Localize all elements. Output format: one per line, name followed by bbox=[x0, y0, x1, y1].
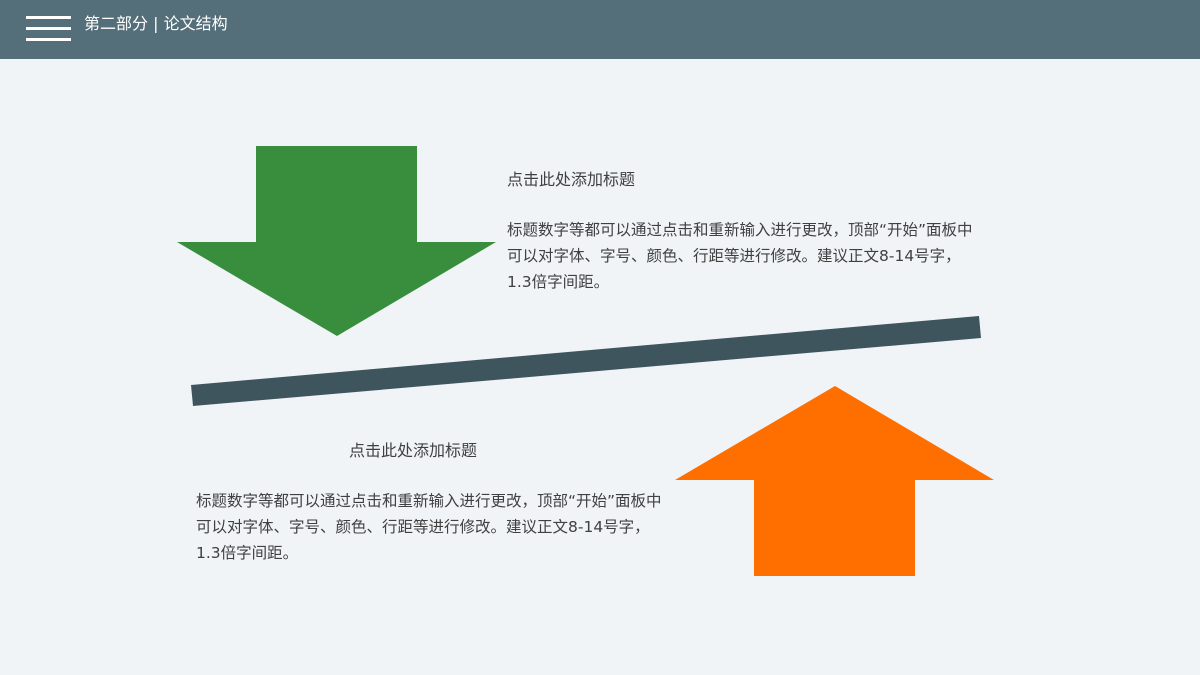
top-block-body: 标题数字等都可以通过点击和重新输入进行更改，顶部“开始”面板中可以对字体、字号、… bbox=[507, 221, 973, 291]
down-arrow-icon bbox=[177, 146, 496, 336]
seesaw-bar bbox=[191, 316, 981, 406]
hamburger-menu-icon[interactable] bbox=[26, 16, 71, 42]
header-bar: 第二部分 | 论文结构 bbox=[0, 0, 1200, 59]
top-block-heading: 点击此处添加标题 bbox=[507, 170, 636, 189]
bottom-block-body: 标题数字等都可以通过点击和重新输入进行更改，顶部“开始”面板中可以对字体、字号、… bbox=[196, 492, 662, 562]
bottom-block-heading: 点击此处添加标题 bbox=[349, 441, 478, 460]
section-title: 第二部分 | 论文结构 bbox=[84, 14, 228, 33]
up-arrow-icon bbox=[675, 386, 994, 576]
